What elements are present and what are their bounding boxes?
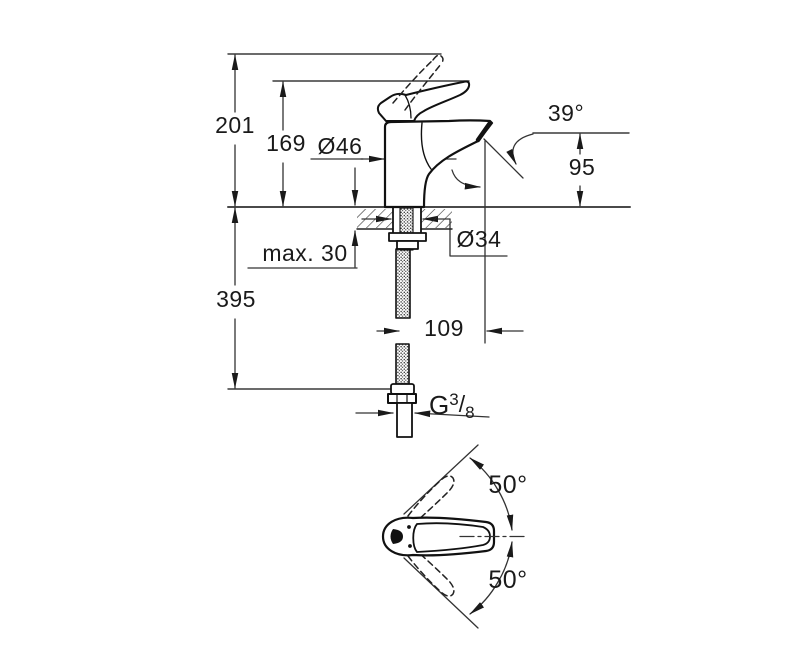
handle-swung-up — [407, 475, 455, 522]
thread-numerator: 3 — [449, 390, 459, 409]
dim-label-thread-size: G3/8 — [429, 390, 475, 421]
dim-g38-arrow-right — [414, 410, 490, 418]
handle-dot-bottom — [408, 544, 412, 548]
thread-slash: / — [458, 391, 466, 417]
dim-label-spout-height: 95 — [568, 154, 596, 180]
swivel-leg-lower — [403, 557, 479, 629]
arc-50-lower-b — [497, 541, 514, 583]
dim-d34-leader — [449, 218, 508, 257]
handle-logo-mark — [390, 529, 403, 544]
hose-hex-nut — [387, 393, 417, 404]
dim-label-deck-thickness: max. 30 — [262, 240, 348, 266]
mounting-nut — [396, 240, 419, 250]
thread-letter: G — [429, 390, 450, 420]
aerator-face — [475, 120, 493, 143]
dim-label-swivel-upper: 50° — [488, 471, 528, 499]
flow-arc-arrow — [451, 169, 481, 190]
hose-lower — [395, 343, 410, 385]
deck-hatch-right — [421, 209, 452, 228]
dim-label-spray-angle: 39° — [547, 100, 585, 126]
arc-50-lower-a — [469, 581, 499, 615]
handle-dot-top — [407, 525, 411, 529]
dim-label-spout-reach: 109 — [424, 315, 464, 341]
dim-label-body-diameter: Ø46 — [317, 133, 363, 159]
faucet-body — [383, 119, 494, 209]
thread-connector-tube — [396, 402, 413, 438]
body-contour-line — [420, 122, 432, 170]
deck-hatch-left — [357, 209, 393, 228]
dim-label-hole-diameter: Ø34 — [456, 226, 502, 252]
swivel-leg-upper — [403, 444, 479, 515]
lever-handle-raised — [392, 54, 444, 111]
hose-crimp-sleeve — [390, 383, 415, 395]
top-view — [381, 444, 528, 629]
handle-swung-down — [407, 550, 455, 597]
lever-cartridge-line — [404, 94, 412, 119]
mounting-washer — [388, 232, 427, 242]
dim-label-total-height: 201 — [215, 112, 255, 138]
dim-label-swivel-lower: 50° — [488, 566, 528, 594]
handle-top-inner — [412, 522, 491, 553]
arc-50-upper-b — [497, 489, 514, 531]
spray-direction-line — [483, 138, 524, 179]
hose-upper — [395, 248, 411, 319]
thread-denominator: 8 — [465, 403, 475, 422]
lever-handle — [376, 80, 471, 122]
arc-50-upper-a — [469, 457, 499, 491]
dim-39-arc — [506, 133, 534, 165]
dim-label-handle-height: 169 — [266, 130, 306, 156]
side-view — [227, 53, 631, 438]
dim-label-hose-length: 395 — [216, 286, 256, 312]
